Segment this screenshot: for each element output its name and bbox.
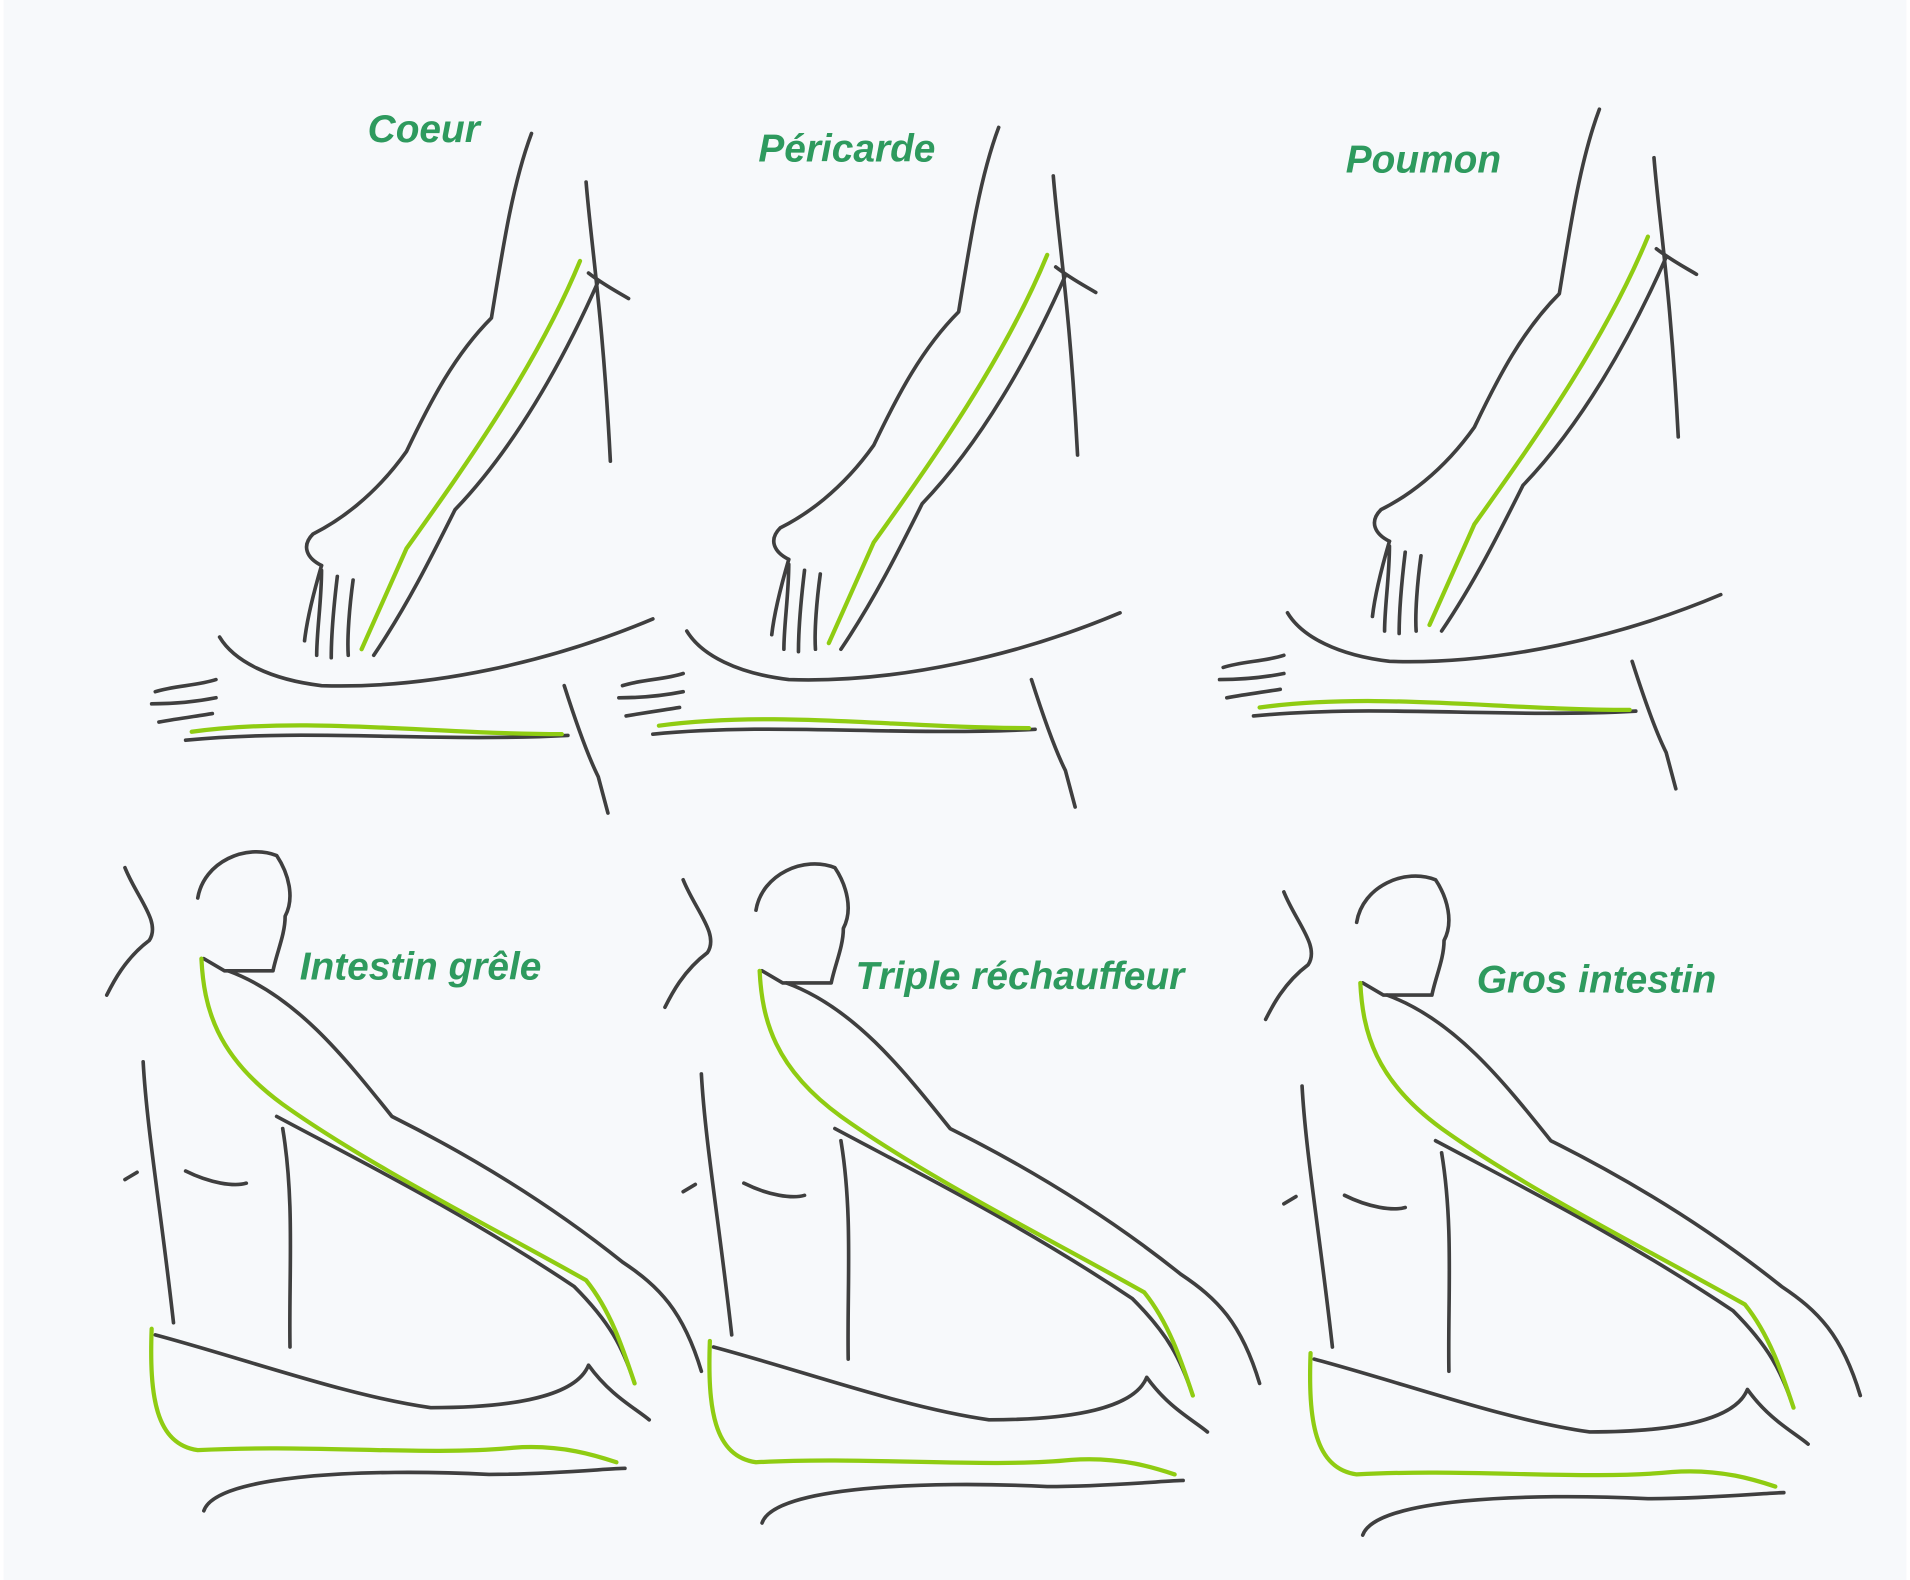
label-pericarde: Péricarde	[758, 127, 935, 170]
label-poumon: Poumon	[1346, 138, 1501, 181]
background	[3, 0, 1907, 1580]
label-triple-rechauffeur: Triple réchauffeur	[855, 955, 1186, 998]
label-intestin-grele: Intestin grêle	[300, 945, 542, 988]
label-coeur: Coeur	[368, 108, 482, 151]
label-gros-intestin: Gros intestin	[1477, 959, 1716, 1002]
